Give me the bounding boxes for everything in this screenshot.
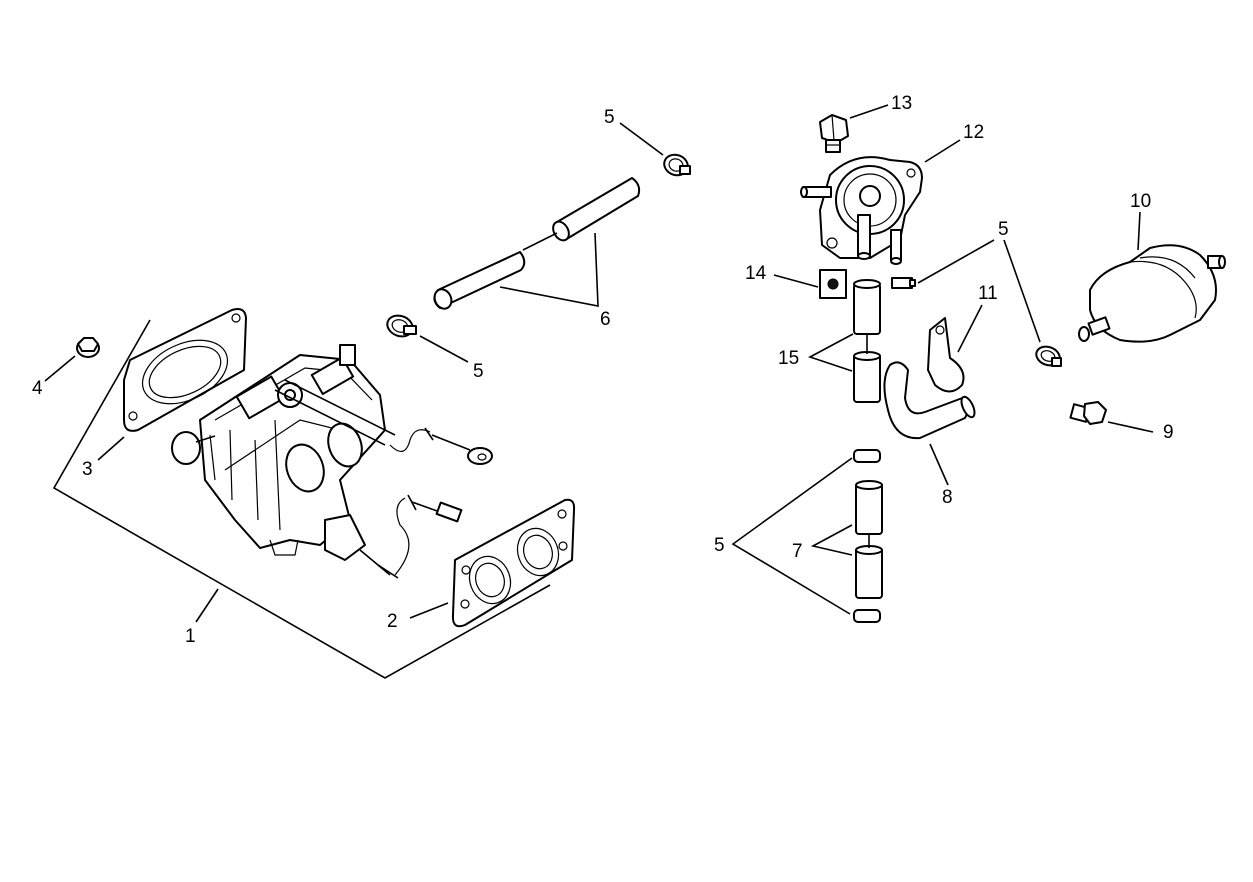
- callout-10: 10: [1130, 191, 1151, 212]
- callout-leaders-5-lower: [731, 457, 853, 615]
- callout-7: 7: [792, 541, 803, 562]
- fuel-hose-part-15: [807, 279, 881, 403]
- callout-2: 2: [387, 611, 398, 632]
- callout-15: 15: [778, 348, 799, 369]
- callout-12: 12: [963, 122, 984, 143]
- gasket-part-2: [409, 498, 576, 628]
- carburetor-body: [171, 344, 396, 576]
- callout-11: 11: [978, 283, 998, 304]
- fuel-pump-part-12: [800, 139, 961, 265]
- bolt-part-9: [1069, 401, 1154, 433]
- bracket-clamp-part-11: [927, 304, 983, 393]
- hose-clamp-part-5-pump: [891, 277, 916, 289]
- hose-clamp-part-5-right: [1035, 345, 1062, 367]
- callout-3: 3: [82, 459, 93, 480]
- callout-9: 9: [1163, 422, 1174, 443]
- nut-part-4: [44, 337, 100, 382]
- clip-part-14: [773, 269, 847, 299]
- callout-6: 6: [600, 309, 611, 330]
- bent-hose-part-8: [883, 361, 976, 486]
- gasket-part-3: [97, 308, 247, 461]
- fuel-hose-part-6: [433, 177, 641, 310]
- ground-wire-terminal: [389, 427, 493, 465]
- solenoid-wire-connector: [377, 494, 463, 579]
- callout-14: 14: [745, 263, 767, 284]
- callout-13: 13: [891, 93, 912, 114]
- callout-5-left: 5: [473, 361, 484, 382]
- callout-4: 4: [32, 378, 43, 399]
- hose-clamp-part-5-top: [619, 122, 691, 177]
- callout-5-lower: 5: [714, 535, 725, 556]
- callout-8: 8: [942, 487, 953, 508]
- bolt-part-13: [819, 104, 889, 153]
- hose-clamp-part-5-left: [386, 314, 469, 363]
- callout-leaders-5-upper-right: [917, 239, 1041, 343]
- callout-5-top: 5: [604, 107, 615, 128]
- fuel-filter-part-10: [1078, 211, 1226, 343]
- callout-5-upper-right: 5: [998, 219, 1009, 240]
- callout-1: 1: [185, 626, 196, 647]
- fuel-hose-part-7: [810, 449, 883, 623]
- assembly-bracket-1: [52, 319, 551, 679]
